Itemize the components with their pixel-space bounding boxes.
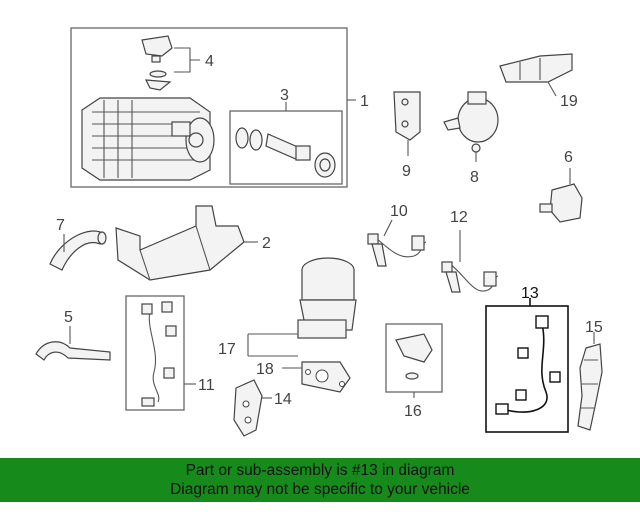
callout-12: 12 <box>450 209 468 226</box>
callout-2: 2 <box>262 235 271 252</box>
part-7-hose[interactable] <box>49 230 107 271</box>
part-9-bracket[interactable] <box>393 91 421 156</box>
part-14-bracket[interactable] <box>233 379 272 437</box>
callout-6: 6 <box>564 149 573 166</box>
part-12-oxygen-sensor[interactable] <box>441 230 499 293</box>
callout-8: 8 <box>470 169 479 186</box>
part-17-egr-valve[interactable] <box>247 257 357 357</box>
part-6-sensor[interactable] <box>539 168 583 223</box>
part-3-coupler-kit[interactable] <box>229 102 343 185</box>
part-15-heat-shield[interactable] <box>577 332 603 431</box>
part-11-harness[interactable] <box>125 295 196 411</box>
part-13-wire-harness-highlighted[interactable] <box>485 298 569 433</box>
callout-9: 9 <box>402 163 411 180</box>
footer-banner: Part or sub-assembly is #13 in diagram D… <box>0 458 640 502</box>
footer-line-1: Part or sub-assembly is #13 in diagram <box>185 462 455 479</box>
callout-11: 11 <box>198 377 215 394</box>
callout-17: 17 <box>218 341 236 358</box>
part-5-hose[interactable] <box>35 326 111 361</box>
part-2-mounting-bracket[interactable] <box>115 205 258 281</box>
callout-14: 14 <box>274 391 292 408</box>
callout-15: 15 <box>585 319 603 336</box>
part-16-sensor[interactable] <box>385 323 443 398</box>
part-8-solenoid[interactable] <box>443 91 499 162</box>
parts-diagram: 1 4 3 9 8 19 <box>35 27 603 437</box>
callout-4: 4 <box>205 53 214 70</box>
callout-18: 18 <box>256 361 274 378</box>
part-18-gasket[interactable] <box>282 361 351 393</box>
callout-7: 7 <box>56 217 65 234</box>
part-1-supercharger-assembly[interactable] <box>70 27 356 188</box>
footer-line-2: Diagram may not be specific to your vehi… <box>170 481 470 498</box>
part-10-oxygen-sensor[interactable] <box>367 219 427 267</box>
callout-16: 16 <box>404 403 422 420</box>
part-4-valve[interactable] <box>141 35 200 91</box>
part-19-cover[interactable] <box>499 53 573 97</box>
callout-1: 1 <box>360 93 369 110</box>
callout-3: 3 <box>280 87 289 104</box>
callout-19: 19 <box>560 93 578 110</box>
callout-10: 10 <box>390 203 408 220</box>
callout-13: 13 <box>521 285 539 302</box>
callout-5: 5 <box>64 309 73 326</box>
